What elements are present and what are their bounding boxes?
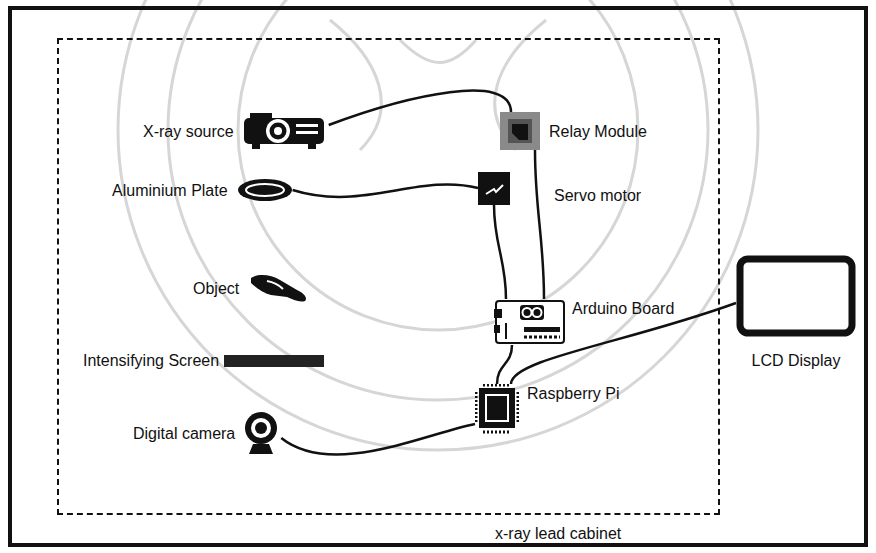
digital-camera-icon (241, 410, 281, 456)
component-label: Aluminium Plate (112, 181, 228, 200)
component-label: Arduino Board (572, 299, 674, 318)
component-label: Raspberry Pi (527, 384, 619, 403)
wire (497, 345, 512, 384)
component-label: Relay Module (549, 122, 647, 141)
wire-path (293, 184, 478, 196)
watermark-seal (118, 0, 758, 450)
object: Object (193, 272, 309, 304)
wire (281, 424, 475, 455)
digital-camera: Digital camera (133, 410, 281, 456)
xray-source: X-ray source (143, 112, 329, 150)
arduino-board: Arduino Board (494, 299, 674, 345)
xray-source-icon (242, 112, 329, 150)
relay-module: Relay Module (499, 112, 647, 150)
relay-module-icon (499, 112, 541, 150)
arduino-board-icon (494, 299, 566, 345)
raspberry-pi: Raspberry Pi (475, 384, 619, 436)
intensifying-screen: Intensifying Screen (83, 351, 324, 370)
wire (329, 91, 511, 125)
servo-motor: Servo motor (478, 172, 641, 205)
component-label: Object (193, 279, 239, 298)
wire (494, 205, 506, 299)
cabinet-region: x-ray lead cabinetX-ray sourceRelay Modu… (57, 38, 720, 515)
component-label: Digital camera (133, 424, 235, 443)
wire (293, 184, 478, 196)
servo-motor-icon (478, 172, 510, 205)
lead-cabinet-frame (10, 8, 866, 545)
wire-path (281, 424, 475, 455)
aluminium-plate-icon (237, 178, 293, 202)
raspberry-pi-icon (475, 384, 519, 436)
component-label: LCD Display (752, 351, 841, 370)
component-label: Servo motor (554, 186, 641, 205)
lcd-display: LCD Display (736, 255, 856, 370)
component-label: X-ray source (143, 122, 234, 141)
lcd-display-icon (736, 255, 856, 337)
wire-path (535, 150, 544, 299)
cabinet-label: x-ray lead cabinet (495, 524, 621, 543)
object-icon (249, 272, 309, 304)
aluminium-plate: Aluminium Plate (112, 178, 293, 202)
wire-path (494, 205, 506, 299)
intensifying-screen-icon (224, 355, 324, 367)
wire (535, 150, 544, 299)
wire-path (497, 345, 512, 384)
wire-path (329, 91, 511, 125)
component-label: Intensifying Screen (83, 351, 219, 370)
